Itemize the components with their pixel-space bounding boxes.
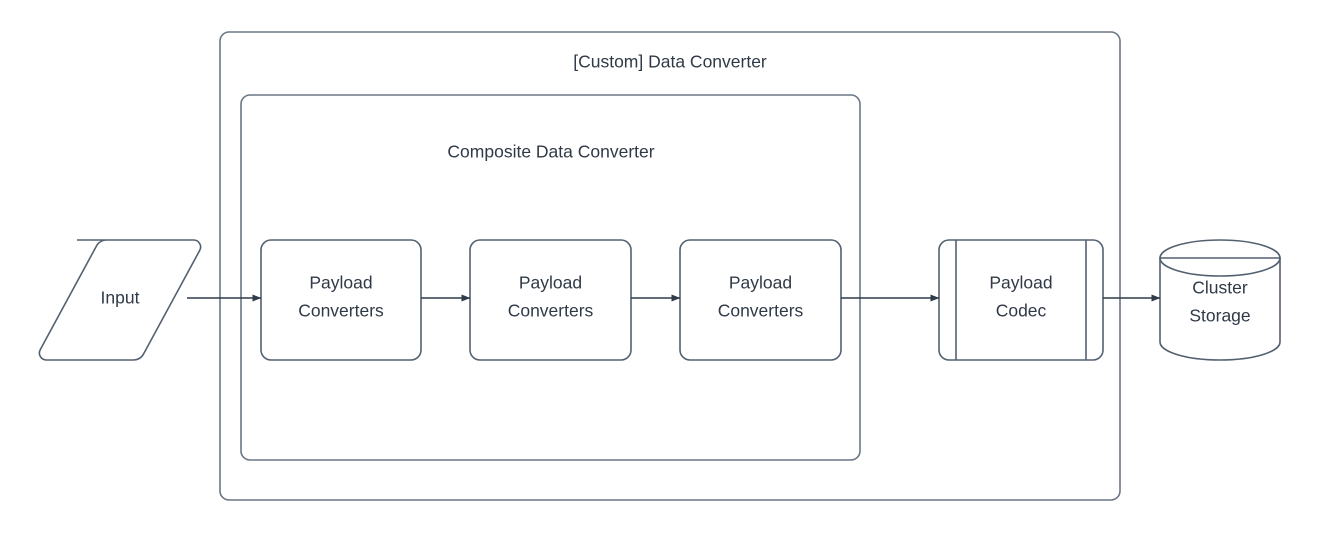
node-payload-converters-3-label-line1: Payload — [729, 273, 792, 293]
cluster-storage-body — [1159, 257, 1281, 361]
node-cluster-storage-label-line1: Cluster — [1192, 278, 1248, 298]
node-payload-converters-2-label-line1: Payload — [519, 273, 582, 293]
node-payload-converters-2[interactable]: Payload Converters — [469, 239, 632, 361]
input-parallelogram — [38, 239, 202, 361]
container-custom-data-converter-label: [Custom] Data Converter — [573, 52, 767, 72]
node-input-label: Input — [101, 288, 140, 308]
node-payload-converters-1-label-line1: Payload — [309, 273, 372, 293]
node-cluster-storage-label-line2: Storage — [1189, 306, 1250, 326]
cluster-storage-top-ellipse — [1159, 239, 1281, 277]
node-input[interactable]: Input — [38, 239, 202, 361]
node-payload-converters-1-label-line2: Converters — [298, 301, 384, 321]
container-composite-data-converter-border — [240, 94, 861, 461]
container-composite-data-converter-label: Composite Data Converter — [447, 142, 654, 162]
node-cluster-storage[interactable]: Cluster Storage — [1159, 239, 1281, 361]
node-payload-codec-label-line1: Payload — [989, 273, 1052, 293]
container-composite-data-converter[interactable]: Composite Data Converter — [240, 94, 861, 461]
node-payload-converters-2-label-line2: Converters — [508, 301, 594, 321]
node-payload-converters-3[interactable]: Payload Converters — [679, 239, 842, 361]
node-payload-converters-1[interactable]: Payload Converters — [260, 239, 422, 361]
node-payload-codec-label-line2: Codec — [996, 301, 1047, 321]
node-payload-converters-3-label-line2: Converters — [718, 301, 804, 321]
